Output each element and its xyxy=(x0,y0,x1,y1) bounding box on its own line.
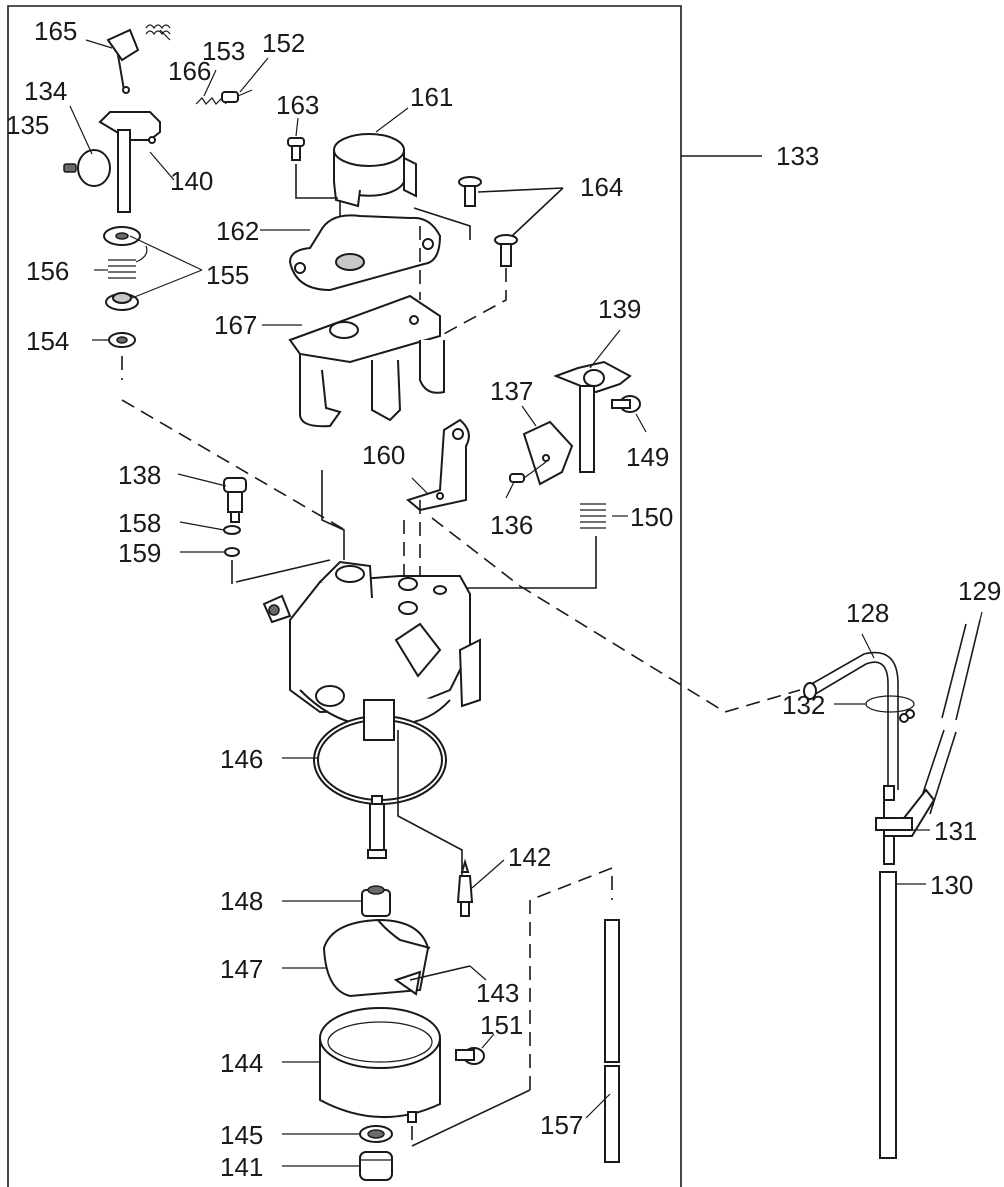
callout-160: 160 xyxy=(362,440,405,470)
callout-158: 158 xyxy=(118,508,161,538)
callout-149: 149 xyxy=(626,442,669,472)
callout-143: 143 xyxy=(476,978,519,1008)
callout-161: 161 xyxy=(410,82,453,112)
callout-164: 164 xyxy=(580,172,623,202)
callout-131: 131 xyxy=(934,816,977,846)
callout-150: 150 xyxy=(630,502,673,532)
screw-149 xyxy=(611,395,641,413)
callout-141: 141 xyxy=(220,1152,263,1182)
callout-144: 144 xyxy=(220,1048,263,1078)
washer-145 xyxy=(359,1125,393,1143)
fuel-pipe-128 xyxy=(803,651,899,790)
callout-128: 128 xyxy=(846,598,889,628)
choke-plate-134 xyxy=(77,149,111,187)
oring-159 xyxy=(224,547,240,557)
float-pin-143 xyxy=(409,965,471,981)
fuel-hose-130 xyxy=(879,871,897,1159)
callout-142: 142 xyxy=(508,842,551,872)
callout-148: 148 xyxy=(220,886,263,916)
float-bowl-144 xyxy=(319,1007,441,1123)
main-jet xyxy=(367,795,387,859)
callout-157: 157 xyxy=(540,1110,583,1140)
screw-163 xyxy=(287,137,305,161)
callout-137: 137 xyxy=(490,376,533,406)
callout-134: 134 xyxy=(24,76,67,106)
choke-shaft-140 xyxy=(98,111,161,213)
callout-152: 152 xyxy=(262,28,305,58)
bushing-154 xyxy=(108,332,136,348)
callout-138: 138 xyxy=(118,460,161,490)
callout-146: 146 xyxy=(220,744,263,774)
callout-133: 133 xyxy=(776,141,819,171)
needle-138 xyxy=(223,477,247,523)
callout-136: 136 xyxy=(490,510,533,540)
washer-155-top xyxy=(103,226,141,246)
spring-156 xyxy=(108,245,148,279)
fitting-131 xyxy=(875,785,936,865)
throttle-plate-137 xyxy=(522,420,574,486)
callout-153: 153 xyxy=(202,36,245,66)
jet-148 xyxy=(361,885,391,917)
callout-154: 154 xyxy=(26,326,69,356)
callout-140: 140 xyxy=(170,166,213,196)
float-needle-142 xyxy=(456,858,474,917)
drain-tube-157 xyxy=(604,919,620,1163)
cover-161 xyxy=(333,133,417,208)
chamber-162 xyxy=(288,214,442,292)
callout-145: 145 xyxy=(220,1120,263,1150)
tube-129 xyxy=(915,619,981,815)
leader-lines xyxy=(69,29,983,1167)
callout-130: 130 xyxy=(930,870,973,900)
callout-151: 151 xyxy=(480,1010,523,1040)
clip-132 xyxy=(865,695,915,723)
bracket-167 xyxy=(288,294,445,428)
screw-135 xyxy=(63,163,77,173)
drain-bolt-141 xyxy=(359,1151,393,1181)
bracket-160 xyxy=(405,418,470,512)
callout-156: 156 xyxy=(26,256,69,286)
callout-139: 139 xyxy=(598,294,641,324)
spring-166 xyxy=(145,24,171,36)
washer-155-bottom xyxy=(105,292,139,311)
callout-162: 162 xyxy=(216,216,259,246)
screw-136 xyxy=(509,473,525,483)
callout-129: 129 xyxy=(958,576,1001,606)
callout-165: 165 xyxy=(34,16,77,46)
screw-164-lower xyxy=(494,234,518,267)
callout-166: 166 xyxy=(168,56,211,86)
callout-135: 135 xyxy=(6,110,49,140)
callout-132: 132 xyxy=(782,690,825,720)
screw-151 xyxy=(455,1047,485,1065)
throttle-shaft-139 xyxy=(553,360,632,473)
bowl-gasket-146 xyxy=(313,715,447,805)
choke-lever-165 xyxy=(106,28,140,94)
oring-158 xyxy=(223,525,241,535)
screw-164-upper xyxy=(458,176,482,207)
callout-167: 167 xyxy=(214,310,257,340)
assembly-frame xyxy=(7,5,682,1187)
callout-155: 155 xyxy=(206,260,249,290)
spring-150 xyxy=(580,503,606,529)
float-147 xyxy=(322,918,431,998)
carburetor-body-133 xyxy=(262,560,481,725)
callout-147: 147 xyxy=(220,954,263,984)
screw-152 xyxy=(221,89,253,103)
callout-163: 163 xyxy=(276,90,319,120)
callout-159: 159 xyxy=(118,538,161,568)
